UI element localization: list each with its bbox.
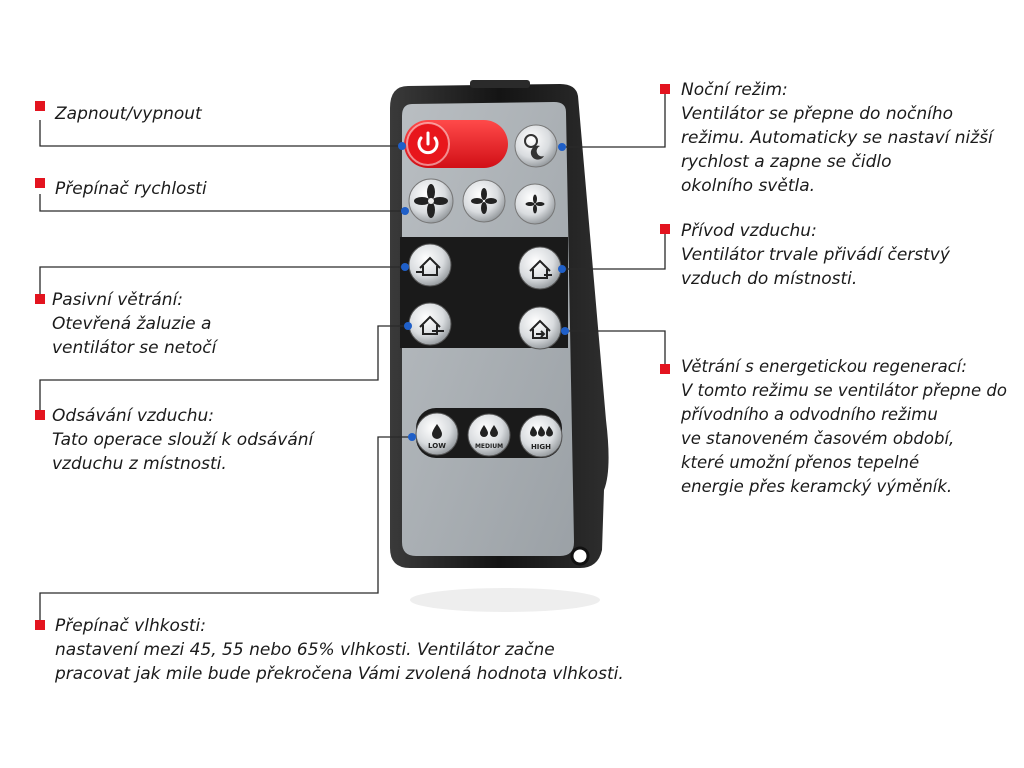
marker-exhaust — [35, 410, 45, 420]
callout-line: Tato operace slouží k odsávání — [52, 430, 314, 450]
house-exchange-icon — [529, 319, 551, 339]
callout-power: Zapnout/vypnout — [55, 102, 202, 126]
callout-line: Ventilátor se přepne do nočního — [681, 104, 954, 124]
marker-supply — [660, 224, 670, 234]
callout-line: Větrání s energetickou regenerací: — [681, 357, 967, 376]
marker-passive — [35, 294, 45, 304]
fan-speed-low-button[interactable] — [514, 183, 556, 225]
connector-supply — [562, 230, 666, 270]
fan-speed-high-button[interactable] — [408, 178, 454, 224]
drop-icon — [480, 425, 498, 437]
callout-recovery: Větrání s energetickou regenerací: V tom… — [681, 355, 1007, 499]
connector-passive — [39, 266, 405, 296]
callout-line: rychlost a zapne se čidlo — [681, 152, 892, 172]
callout-line: pracovat jak mile bude překročena Vámi z… — [55, 664, 624, 684]
callout-line: Přívod vzduchu: — [681, 221, 817, 241]
callout-humidity: Přepínač vlhkosti: nastavení mezi 45, 55… — [55, 614, 624, 686]
humidity-medium-button[interactable]: MEDIUM — [467, 413, 511, 457]
callout-speed: Přepínač rychlosti — [55, 177, 207, 201]
fan-icon — [525, 194, 545, 214]
callout-line: přívodního a odvodního režimu — [681, 405, 938, 424]
connector-lines — [39, 88, 666, 622]
callout-line: které umožní přenos tepelné — [681, 453, 920, 472]
connector-humidity — [39, 436, 412, 622]
keyring-hole — [570, 546, 590, 566]
passive-ventilation-button[interactable] — [408, 243, 452, 287]
heat-recovery-button[interactable] — [518, 306, 562, 350]
callout-passive: Pasivní větrání: Otevřená žaluzie a vent… — [52, 288, 216, 360]
callout-line: Odsávání vzduchu: — [52, 406, 214, 426]
house-icon — [529, 259, 552, 279]
marker-night — [660, 84, 670, 94]
callout-line: Otevřená žaluzie a — [52, 314, 212, 334]
marker-speed — [35, 178, 45, 188]
high-label: HIGH — [531, 443, 551, 451]
callout-line: vzduch do místnosti. — [681, 269, 858, 289]
callout-line: Zapnout/vypnout — [55, 104, 202, 124]
fan-icon — [414, 184, 448, 218]
medium-label: MEDIUM — [475, 443, 503, 450]
callout-line: ventilátor se netočí — [52, 338, 217, 358]
callout-line: vzduchu z místnosti. — [52, 454, 227, 474]
connector-speed — [39, 194, 405, 212]
air-supply-button[interactable] — [518, 246, 562, 290]
connector-night — [562, 88, 666, 148]
marker-humidity — [35, 620, 45, 630]
humidity-high-button[interactable]: HIGH — [519, 414, 563, 458]
callout-line: režimu. Automaticky se nastaví nižší — [681, 128, 993, 148]
sun-moon-icon — [524, 134, 544, 160]
fan-icon — [471, 188, 497, 214]
house-icon — [419, 315, 444, 335]
night-mode-button[interactable] — [514, 124, 558, 168]
callout-line: V tomto režimu se ventilátor přepne do — [681, 381, 1007, 400]
remote-top-notch — [470, 80, 530, 88]
power-icon — [417, 131, 439, 155]
connector-dots — [398, 142, 569, 441]
callout-line: ve stanoveném časovém období, — [681, 429, 955, 448]
humidity-low-button[interactable]: LOW — [415, 412, 459, 456]
drop-icon — [432, 424, 442, 439]
callout-supply: Přívod vzduchu: Ventilátor trvale přivád… — [681, 219, 950, 291]
callout-exhaust: Odsávání vzduchu: Tato operace slouží k … — [52, 404, 313, 476]
callout-line: Ventilátor trvale přivádí čerstvý — [681, 245, 950, 265]
callout-line: Noční režim: — [681, 80, 788, 100]
marker-power — [35, 101, 45, 111]
connector-power — [39, 120, 402, 147]
connector-recovery — [565, 330, 666, 372]
marker-recovery — [660, 364, 670, 374]
air-exhaust-button[interactable] — [408, 302, 452, 346]
callout-line: Přepínač rychlosti — [55, 179, 207, 199]
callout-line: Pasivní větrání: — [52, 290, 184, 310]
connector-exhaust — [39, 325, 408, 412]
callout-night: Noční režim: Ventilátor se přepne do noč… — [681, 78, 993, 198]
callout-line: okolního světla. — [681, 176, 816, 196]
callout-line: Přepínač vlhkosti: — [55, 616, 206, 636]
power-button[interactable] — [406, 122, 450, 166]
fan-speed-medium-button[interactable] — [462, 179, 506, 223]
drop-icon — [530, 426, 553, 437]
house-icon — [416, 256, 441, 276]
callout-line: nastavení mezi 45, 55 nebo 65% vlhkosti.… — [55, 640, 555, 660]
remote-shadow — [410, 588, 600, 612]
remote-control: LOW MEDIUM HIGH — [390, 80, 609, 568]
callout-line: energie přes keramcký výměník. — [681, 477, 953, 496]
low-label: LOW — [428, 442, 446, 450]
